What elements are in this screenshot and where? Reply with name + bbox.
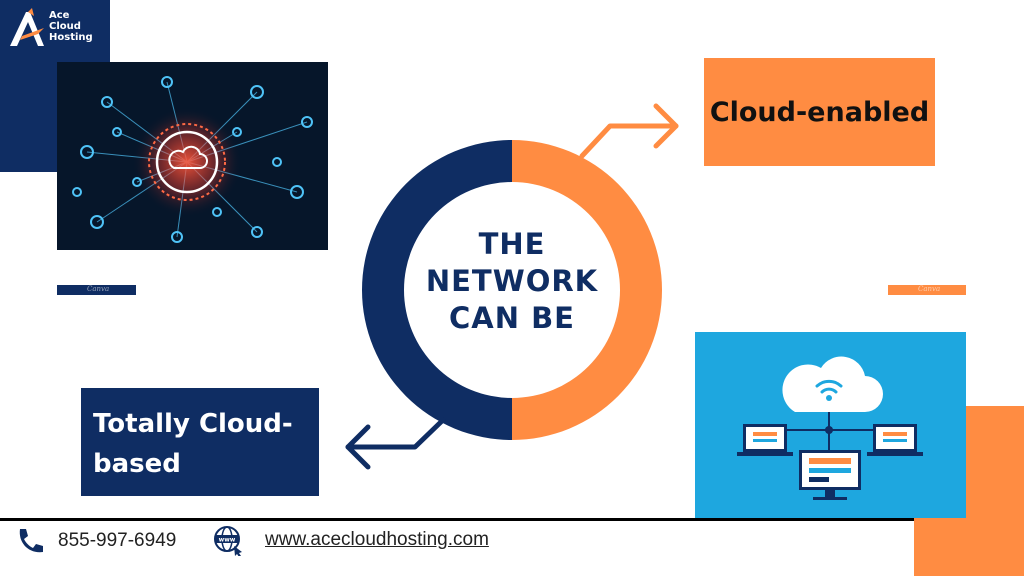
logo-line-2: Cloud — [49, 21, 81, 32]
center-title-line-3: CAN BE — [448, 301, 575, 335]
accent-bar-left: Canva — [57, 285, 136, 295]
cloud-icon — [782, 356, 883, 412]
watermark-right: Canva — [918, 285, 941, 293]
callout-cloud-enabled: Cloud-enabled — [704, 58, 935, 166]
logo-line-3: Hosting — [49, 32, 93, 43]
monitor-icon — [799, 450, 861, 500]
callout-left-label: Totally Cloud-based — [93, 409, 293, 479]
network-graphic — [57, 62, 328, 250]
laptop-left-icon — [737, 424, 793, 456]
logo-text: Ace Cloud Hosting — [49, 10, 93, 43]
accent-bar-right: Canva — [888, 285, 966, 295]
phone-icon — [19, 529, 43, 553]
footer-divider — [0, 518, 914, 521]
phone-number: 855-997-6949 — [58, 530, 177, 551]
donut-ring — [362, 140, 662, 440]
callout-right-label: Cloud-enabled — [709, 96, 930, 128]
center-title-line-2: NETWORK — [425, 264, 599, 298]
cloud-graphic — [695, 332, 966, 518]
laptop-right-icon — [867, 424, 923, 456]
callout-totally-cloud-based: Totally Cloud-based — [81, 388, 319, 496]
website-link[interactable]: www.acecloudhosting.com — [265, 529, 489, 550]
wifi-icon — [815, 379, 843, 394]
cloud-network-illustration — [695, 332, 966, 518]
donut-orange-half — [512, 140, 662, 440]
svg-text:www: www — [219, 537, 236, 544]
network-illustration — [57, 62, 328, 250]
center-title-line-1: THE — [478, 227, 546, 261]
ace-logo-icon — [10, 8, 44, 46]
globe-www-icon: www — [214, 526, 242, 556]
donut-navy-half — [362, 140, 512, 440]
center-title: THE NETWORK CAN BE — [412, 226, 612, 337]
logo-line-1: Ace — [49, 10, 70, 21]
watermark-left: Canva — [87, 285, 110, 293]
